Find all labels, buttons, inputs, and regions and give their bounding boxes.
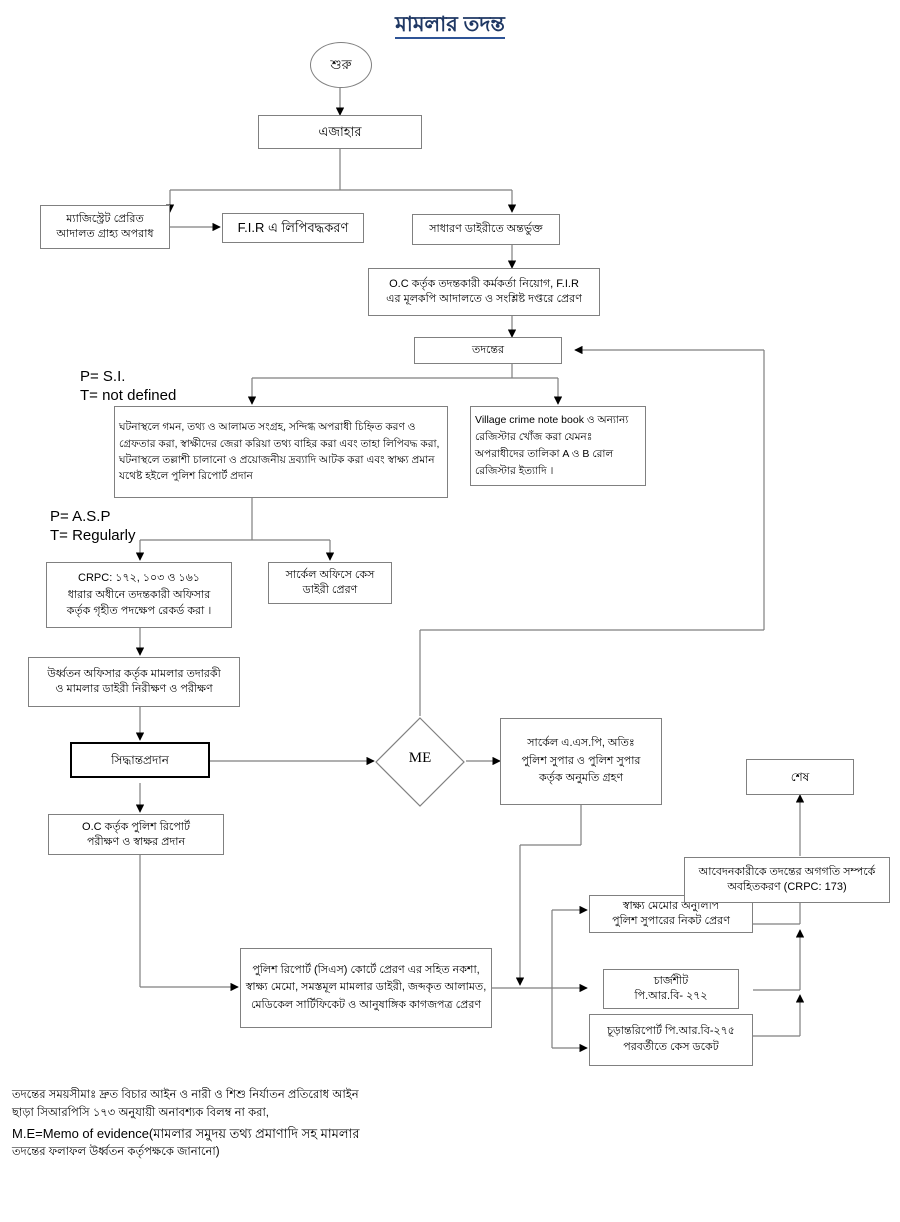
node-circle-office-case-diary-label: সার্কেল অফিসে কেস ডাইরী প্রেরণ bbox=[285, 569, 375, 596]
node-police-report-court-label: পুলিশ রিপোর্ট (সিএস) কোর্টে প্রেরণ এর সহ… bbox=[245, 963, 487, 1011]
node-village-crime-note-book: Village crime note book ও অন্যান্য রেজিস… bbox=[470, 406, 646, 486]
node-final-report: চূড়ান্তরিপোর্ট পি.আর.বি-২৭৫ পরবর্তীতে ক… bbox=[589, 1014, 753, 1066]
node-magistrate-offence-label: ম্যাজিস্ট্রেট প্রেরিত আদালত গ্রাহ্য অপরা… bbox=[56, 213, 154, 240]
footer-note-line-2: ছাড়া সিআরপিসি ১৭৩ অনুযায়ী অনাবশ্যক বিল… bbox=[12, 1107, 269, 1119]
node-crpc-sections: CRPC: ১৭২, ১০৩ ও ১৬১ ধারার অধীনে তদন্তকা… bbox=[46, 562, 232, 628]
footer-note-line-1: তদন্তের সময়সীমাঃ দ্রুত বিচার আইন ও নারী… bbox=[12, 1089, 359, 1101]
annotation-p-si: P= S.I. T= not defined bbox=[80, 368, 177, 404]
page-title-text: মামলার তদন্ত bbox=[395, 13, 505, 39]
node-final-report-label: চূড়ান্তরিপোর্ট পি.আর.বি-২৭৫ পরবর্তীতে ক… bbox=[607, 1025, 735, 1053]
footer-note-line-4: তদন্তের ফলাফল উর্ধ্বতন কর্তৃপক্ষকে জানান… bbox=[12, 1146, 220, 1158]
node-me-decision-label: ME bbox=[408, 750, 432, 766]
node-circle-office-case-diary: সার্কেল অফিসে কেস ডাইরী প্রেরণ bbox=[268, 562, 392, 604]
annotation-p-asp: P= A.S.P T= Regularly bbox=[50, 508, 136, 544]
node-general-diary-label: সাধারণ ডাইরীতে অন্তর্ভুক্ত bbox=[429, 223, 543, 236]
node-general-diary: সাধারণ ডাইরীতে অন্তর্ভুক্ত bbox=[412, 214, 560, 245]
node-investigation-label: তদন্তের bbox=[471, 344, 505, 357]
page-title: মামলার তদন্ত bbox=[0, 8, 900, 43]
node-memo-copy-to-sp: স্বাক্ষ্য মেমোর অনুলিপি পুলিশ সুপারের নি… bbox=[589, 895, 753, 933]
node-investigation: তদন্তের bbox=[414, 337, 562, 364]
node-inform-applicant: আবেদনকারীকে তদন্তের অগগতি সম্পর্কে অবহিত… bbox=[684, 857, 890, 903]
node-chargesheet: চার্জশীট পি.আর.বি- ২৭২ bbox=[603, 969, 739, 1009]
node-memo-copy-to-sp-label: স্বাক্ষ্য মেমোর অনুলিপি পুলিশ সুপারের নি… bbox=[612, 900, 730, 927]
node-end-label: শেষ bbox=[790, 769, 810, 784]
node-ejahar: এজাহার bbox=[258, 115, 422, 149]
node-end: শেষ bbox=[746, 759, 854, 795]
node-chargesheet-label: চার্জশীট পি.আর.বি- ২৭২ bbox=[634, 975, 708, 1002]
node-inform-applicant-label: আবেদনকারীকে তদন্তের অগগতি সম্পর্কে অবহিত… bbox=[698, 866, 876, 893]
node-asp-permission: সার্কেল এ.এস.পি, অতিঃ পুলিশ সুপার ও পুলি… bbox=[500, 718, 662, 805]
node-me-decision: ME bbox=[374, 716, 466, 808]
node-ejahar-label: এজাহার bbox=[318, 124, 362, 140]
node-oc-appoint-io-label: O.C কর্তৃক তদন্তকারী কর্মকর্তা নিয়োগ, F… bbox=[386, 278, 582, 305]
node-supervision-label: উর্ধ্বতন অফিসার কর্তৃক মামলার তদারকী ও ম… bbox=[47, 668, 221, 695]
node-police-report-court: পুলিশ রিপোর্ট (সিএস) কোর্টে প্রেরণ এর সহ… bbox=[240, 948, 492, 1028]
node-start: শুরু bbox=[310, 42, 372, 88]
node-scene-work-label: ঘটনাস্থলে গমন, তথ্য ও আলামত সংগ্রহ, সন্দ… bbox=[119, 421, 440, 483]
node-fir-record-label: F.I.R এ লিপিবদ্ধকরণ bbox=[237, 220, 349, 236]
node-oc-check-report-label: O.C কর্তৃক পুলিশ রিপোর্ট পরীক্ষণ ও স্বাক… bbox=[82, 820, 190, 848]
node-oc-appoint-io: O.C কর্তৃক তদন্তকারী কর্মকর্তা নিয়োগ, F… bbox=[368, 268, 600, 316]
node-scene-work: ঘটনাস্থলে গমন, তথ্য ও আলামত সংগ্রহ, সন্দ… bbox=[114, 406, 448, 498]
footer-note-line-3: M.E=Memo of evidence(মামলার সমুদয় তথ্য … bbox=[12, 1126, 360, 1141]
node-start-label: শুরু bbox=[330, 57, 352, 73]
node-magistrate-offence: ম্যাজিস্ট্রেট প্রেরিত আদালত গ্রাহ্য অপরা… bbox=[40, 205, 170, 249]
node-crpc-sections-label: CRPC: ১৭২, ১০৩ ও ১৬১ ধারার অধীনে তদন্তকা… bbox=[66, 572, 212, 618]
node-decision-making: সিদ্ধান্তপ্রদান bbox=[70, 742, 210, 778]
node-supervision: উর্ধ্বতন অফিসার কর্তৃক মামলার তদারকী ও ম… bbox=[28, 657, 240, 707]
me-diamond-shape bbox=[375, 717, 465, 807]
node-fir-record: F.I.R এ লিপিবদ্ধকরণ bbox=[222, 213, 364, 243]
node-decision-making-label: সিদ্ধান্তপ্রদান bbox=[111, 752, 169, 767]
node-oc-check-report: O.C কর্তৃক পুলিশ রিপোর্ট পরীক্ষণ ও স্বাক… bbox=[48, 814, 224, 855]
node-village-crime-note-book-label: Village crime note book ও অন্যান্য রেজিস… bbox=[475, 414, 629, 477]
node-asp-permission-label: সার্কেল এ.এস.পি, অতিঃ পুলিশ সুপার ও পুলি… bbox=[521, 737, 641, 785]
